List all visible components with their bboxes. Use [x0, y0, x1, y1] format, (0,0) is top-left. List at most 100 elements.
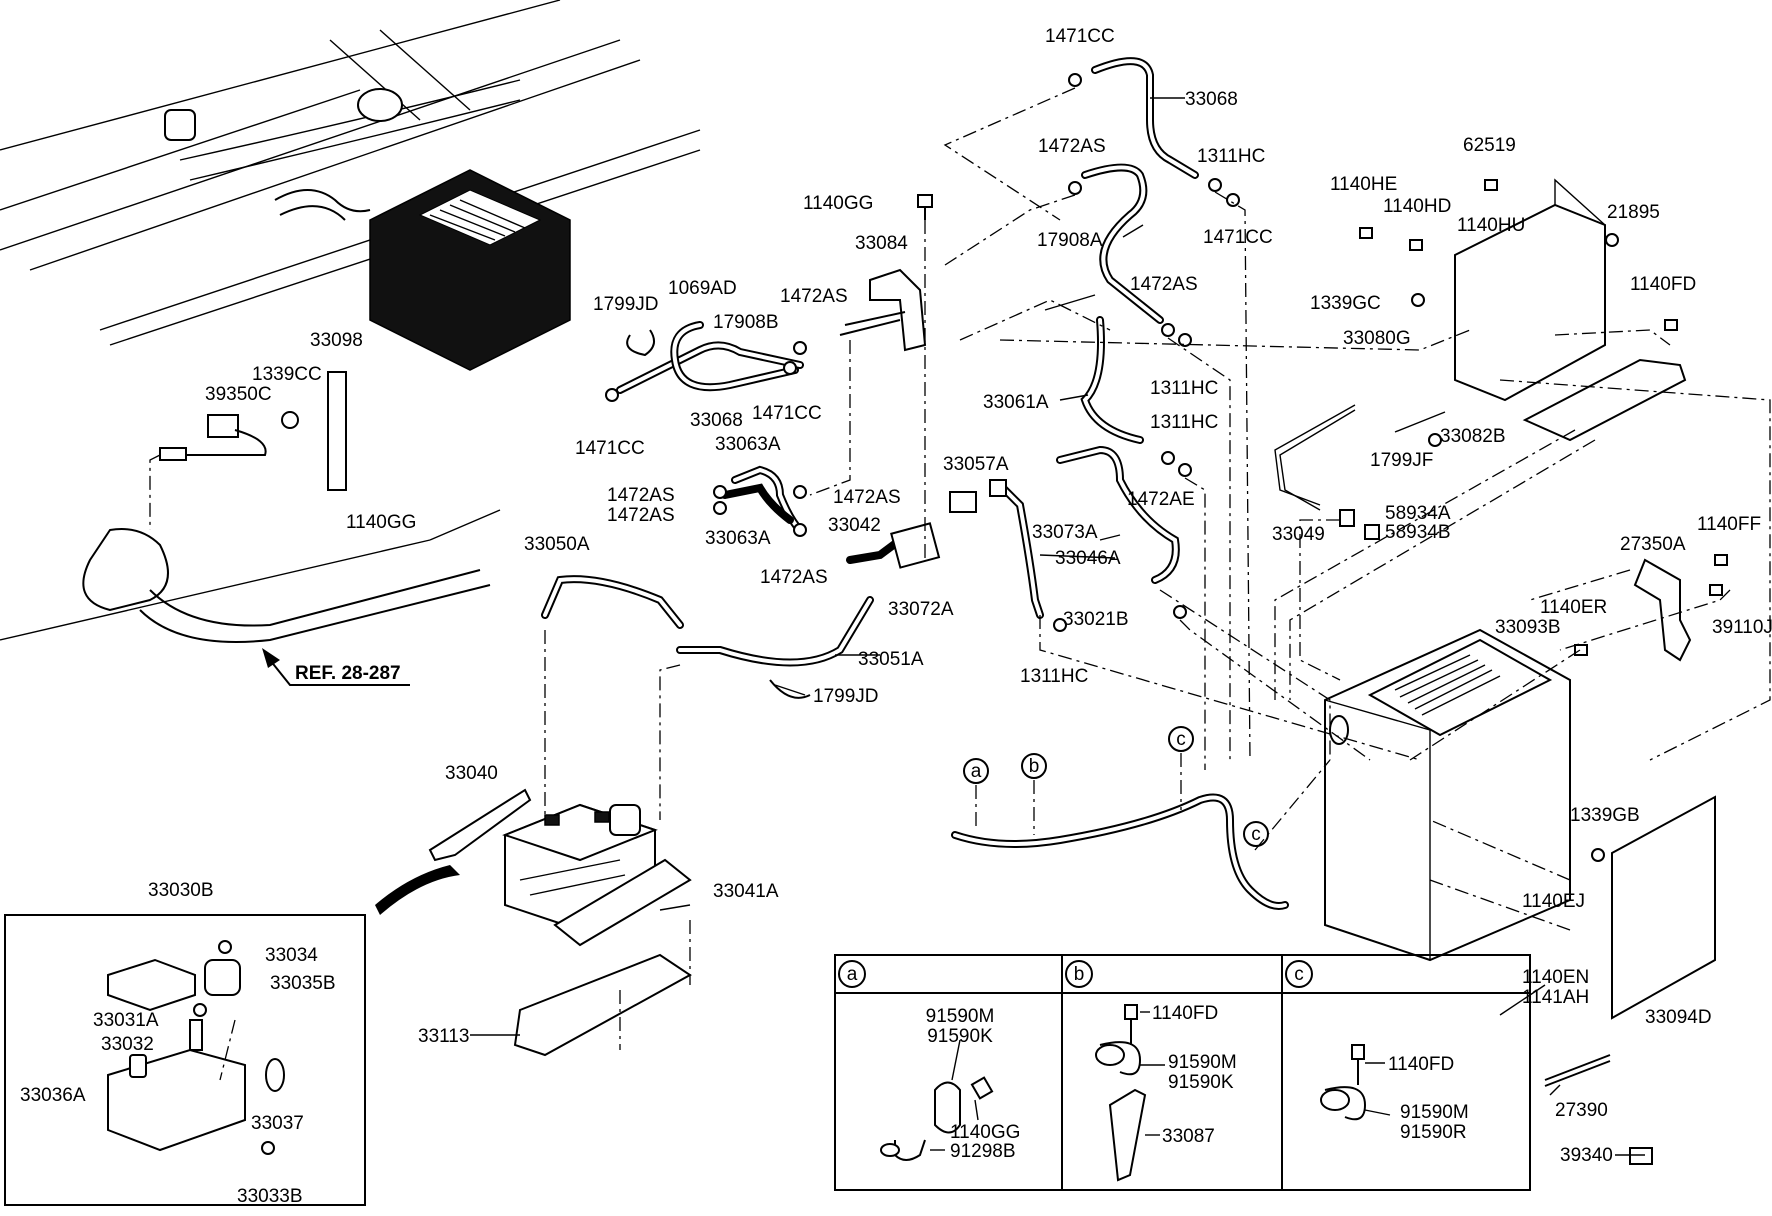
- legend-a-91590k: 91590K: [927, 1026, 993, 1047]
- part-label: 1799JD: [813, 686, 879, 707]
- part-label: 1472AS: [780, 286, 848, 307]
- part-number-labels: 1471CC 33068 1472AS 1311HC 1471CC 62519 …: [20, 26, 1772, 1207]
- legend-b-1140fd: 1140FD: [1152, 1003, 1218, 1024]
- callout-a: [963, 758, 989, 784]
- part-label: 39350C: [205, 384, 272, 405]
- part-label: 21895: [1607, 202, 1660, 223]
- part-label: 33068: [690, 410, 743, 431]
- part-label: 33084: [855, 233, 908, 254]
- legend-a-91298b: 91298B: [950, 1141, 1016, 1162]
- part-label: 33050A: [524, 534, 590, 555]
- part-label: 1141AH: [1522, 987, 1589, 1008]
- callout-a-label: a: [971, 761, 982, 782]
- callout-circles: a b c c: [963, 726, 1269, 847]
- legend-b-91590m: 91590M: [1168, 1052, 1237, 1073]
- part-label: 1799JD: [593, 294, 659, 315]
- part-label: 33093B: [1495, 617, 1561, 638]
- part-label: 1472AS: [607, 505, 675, 526]
- part-label: 33082B: [1440, 426, 1506, 447]
- part-label: 1140HD: [1383, 196, 1451, 217]
- part-label: 1471CC: [1203, 227, 1273, 248]
- legend-c-91590m: 91590M: [1400, 1102, 1469, 1123]
- part-label: 1140ER: [1540, 597, 1607, 618]
- legend-header-c: c: [1294, 964, 1304, 985]
- part-label: 1471CC: [752, 403, 822, 424]
- part-label: 1311HC: [1150, 378, 1218, 399]
- inset-valve-detail: [4, 914, 366, 1206]
- part-label: 33049: [1272, 524, 1325, 545]
- part-label: 33113: [418, 1026, 469, 1047]
- part-label: 33098: [310, 330, 363, 351]
- part-label: 1311HC: [1020, 666, 1088, 687]
- part-label: 33068: [1185, 89, 1238, 110]
- part-label: 33030B: [148, 880, 214, 901]
- callout-c-2-label: c: [1251, 824, 1261, 845]
- part-label: 33033B: [237, 1186, 303, 1207]
- part-label: 1799JF: [1370, 450, 1433, 471]
- part-label: 33057A: [943, 454, 1009, 475]
- callout-c-1-label: c: [1176, 729, 1186, 750]
- part-label: 33061A: [983, 392, 1049, 413]
- part-label: 33036A: [20, 1085, 86, 1106]
- legend-header-a: a: [847, 964, 858, 985]
- part-label: 33042: [828, 515, 881, 536]
- part-label: 1339CC: [252, 364, 322, 385]
- part-label: 33051A: [858, 649, 924, 670]
- ecu-module-drawing: [274, 169, 571, 371]
- part-label: 1140HE: [1330, 174, 1397, 195]
- part-label: 33073A: [1032, 522, 1098, 543]
- part-label: 62519: [1463, 135, 1516, 156]
- part-label: 27390: [1555, 1100, 1608, 1121]
- dashed-leader-lines: [219, 87, 1771, 1081]
- part-label: 1140HU: [1457, 215, 1525, 236]
- hose-and-pipe-drawing: [541, 57, 1356, 910]
- part-label: 33032: [101, 1034, 154, 1055]
- legend-c-1140fd: 1140FD: [1388, 1054, 1454, 1075]
- part-label: 58934A: [1385, 503, 1451, 524]
- oxygen-sensor-drawing: [82, 371, 491, 643]
- part-label: 39340: [1560, 1145, 1613, 1166]
- part-label: 33034: [265, 945, 318, 966]
- part-label: 1472AS: [760, 567, 828, 588]
- part-label: 33031A: [93, 1010, 159, 1031]
- part-label: 1140EJ: [1522, 891, 1585, 912]
- part-label: 33040: [445, 763, 498, 784]
- part-label: 1339GC: [1310, 293, 1381, 314]
- part-label: 1471CC: [1045, 26, 1115, 47]
- part-label: 33094D: [1645, 1007, 1712, 1028]
- part-label: 33041A: [713, 881, 779, 902]
- part-label: 1472AS: [1130, 274, 1198, 295]
- part-label: 17908A: [1037, 230, 1103, 251]
- legend-b-91590k: 91590K: [1168, 1072, 1234, 1093]
- brackets-and-fittings: [605, 73, 1728, 1165]
- legend-b-33087: 33087: [1162, 1126, 1215, 1147]
- callout-b: [1021, 753, 1047, 779]
- part-label: 33063A: [715, 434, 781, 455]
- part-label: 1472AS: [833, 487, 901, 508]
- part-label: 1140EN: [1522, 967, 1589, 988]
- legend-a-1140gg: 1140GG: [950, 1122, 1020, 1143]
- part-label: 1069AD: [668, 278, 737, 299]
- legend-a-91590m: 91590M: [926, 1006, 995, 1027]
- part-label: 17908B: [713, 312, 779, 333]
- part-label: 33072A: [888, 599, 954, 620]
- part-label: 1311HC: [1197, 146, 1265, 167]
- legend-header-b: b: [1074, 964, 1085, 985]
- part-label: 1339GB: [1570, 805, 1640, 826]
- part-label: 1471CC: [575, 438, 645, 459]
- reference-label: REF. 28-287: [295, 663, 401, 684]
- part-label: 33063A: [705, 528, 771, 549]
- label-leader-lines: [470, 97, 1645, 1156]
- part-label: 1140FD: [1630, 274, 1696, 295]
- part-label: 1140GG: [346, 512, 416, 533]
- part-label: 33046A: [1055, 548, 1121, 569]
- part-label: 33080G: [1343, 328, 1411, 349]
- vehicle-frame-drawing: [0, 0, 701, 641]
- reference-arrow: [262, 648, 410, 686]
- part-label: 33021B: [1063, 609, 1129, 630]
- legend-table: a b c 91590M 91590K 1140GG 91298B 1140FD: [834, 954, 1531, 1191]
- part-label: 1140GG: [803, 193, 873, 214]
- part-label: 58934B: [1385, 522, 1451, 543]
